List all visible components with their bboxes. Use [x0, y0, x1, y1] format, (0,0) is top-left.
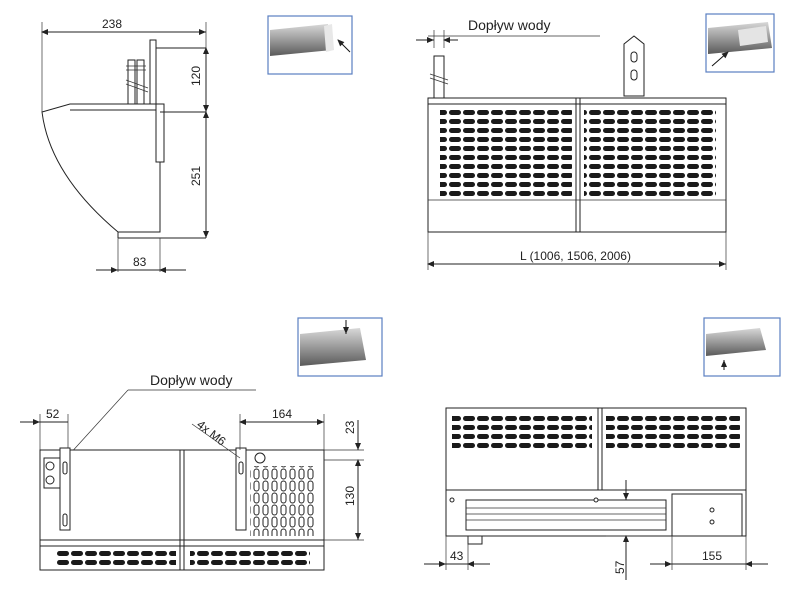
rear-view: Dopływ wody 52 4x M6 [20, 372, 364, 571]
dim-83: 83 [133, 255, 147, 269]
water-inlet-label-top: Dopływ wody [468, 17, 550, 33]
dim-120: 120 [189, 66, 203, 86]
dim-164: 164 [272, 407, 292, 421]
top-front-view: Dopływ wody L (1006, 1506, 2006) [416, 17, 727, 270]
dim-130: 130 [343, 486, 357, 506]
dim-251: 251 [189, 166, 203, 186]
length-dim: L (1006, 1506, 2006) [520, 249, 631, 263]
dim-57: 57 [613, 560, 627, 574]
dim-43: 43 [450, 549, 464, 563]
dim-23: 23 [343, 420, 357, 434]
screw-note: 4x M6 [194, 417, 229, 448]
dim-52: 52 [46, 407, 60, 421]
dim-155: 155 [702, 549, 722, 563]
thumb-top [705, 13, 775, 73]
side-view: 238 120 251 83 [41, 17, 209, 273]
thumb-rear [297, 317, 383, 377]
thumb-side [267, 15, 353, 75]
water-inlet-label-bottom: Dopływ wody [150, 372, 232, 388]
bottom-front-view: 43 57 155 [424, 407, 768, 580]
thumb-bottom [703, 317, 781, 377]
dim-238: 238 [102, 17, 122, 31]
